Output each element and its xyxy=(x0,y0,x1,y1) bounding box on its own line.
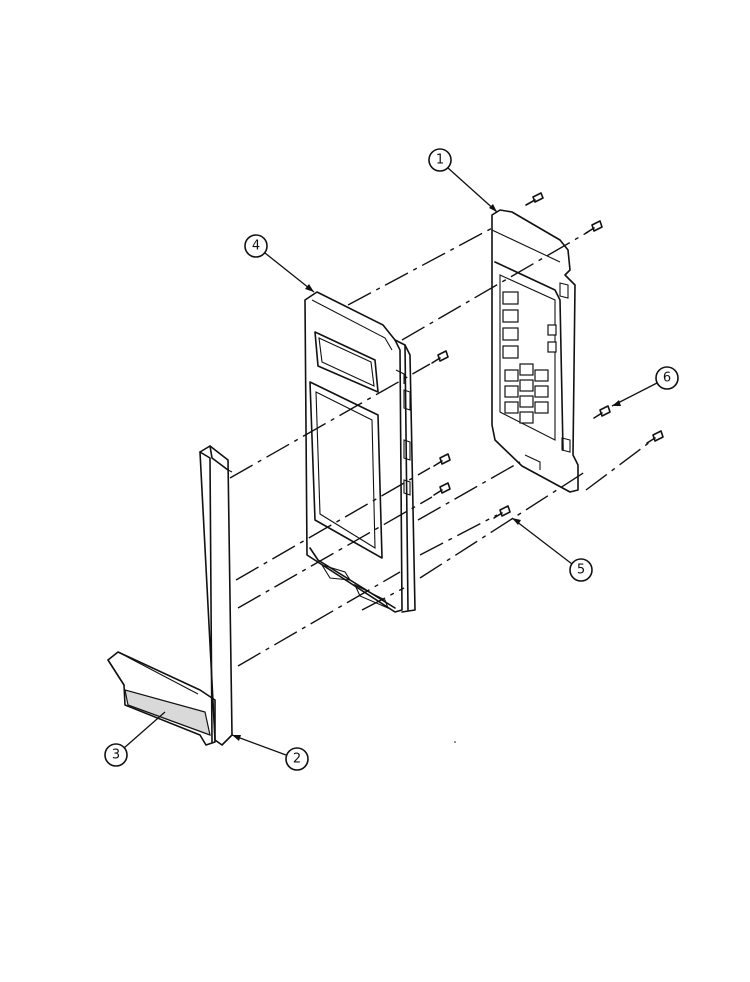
arrowhead-icon xyxy=(512,518,521,525)
screw-icon xyxy=(431,350,449,364)
screw-icon xyxy=(593,405,611,419)
keypad-key xyxy=(519,411,534,424)
keypad-key xyxy=(502,345,519,359)
callout-label: 5 xyxy=(577,563,585,578)
keypad-key xyxy=(547,324,557,336)
screw-icon xyxy=(433,482,451,496)
screw-icon xyxy=(493,505,511,519)
keypad-key xyxy=(502,291,519,305)
screw-icon xyxy=(525,192,544,206)
screw-icon xyxy=(585,220,603,234)
callout-label: 6 xyxy=(663,371,671,386)
alignment-lines xyxy=(229,225,651,667)
callout-3: 3 xyxy=(104,711,166,767)
keypad-key xyxy=(519,363,534,376)
callout-label: 1 xyxy=(436,153,444,168)
keypad-key xyxy=(534,401,549,414)
keypad-key xyxy=(519,395,534,408)
arrowhead-icon xyxy=(232,735,241,741)
callout-label: 4 xyxy=(252,239,260,254)
keypad-key xyxy=(502,327,519,341)
callout-2: 2 xyxy=(231,734,309,771)
callout-4: 4 xyxy=(244,234,315,293)
control-panel-frame xyxy=(304,291,416,613)
keypad-key xyxy=(534,369,549,382)
arrowhead-icon xyxy=(305,284,314,292)
screw-icon xyxy=(646,430,664,444)
keypad-key xyxy=(547,341,557,353)
keypad-key xyxy=(534,385,549,398)
arrowhead-icon xyxy=(489,204,497,212)
stray-dot xyxy=(454,741,456,743)
callout-5: 5 xyxy=(511,517,593,582)
keypad-key xyxy=(504,369,519,382)
callout-1: 1 xyxy=(428,148,498,213)
keypad-key xyxy=(502,309,519,323)
vertical-trim-strip xyxy=(199,445,233,746)
keypad-board xyxy=(491,209,579,493)
arrowhead-icon xyxy=(612,400,621,406)
keypad-key xyxy=(519,379,534,392)
callout-label: 2 xyxy=(293,752,301,767)
callout-label: 3 xyxy=(112,748,120,763)
keypad-key xyxy=(504,385,519,398)
screw-icon xyxy=(433,453,451,467)
callout-6: 6 xyxy=(611,366,679,407)
keypad-key xyxy=(504,401,519,414)
bottom-trim xyxy=(107,651,216,746)
